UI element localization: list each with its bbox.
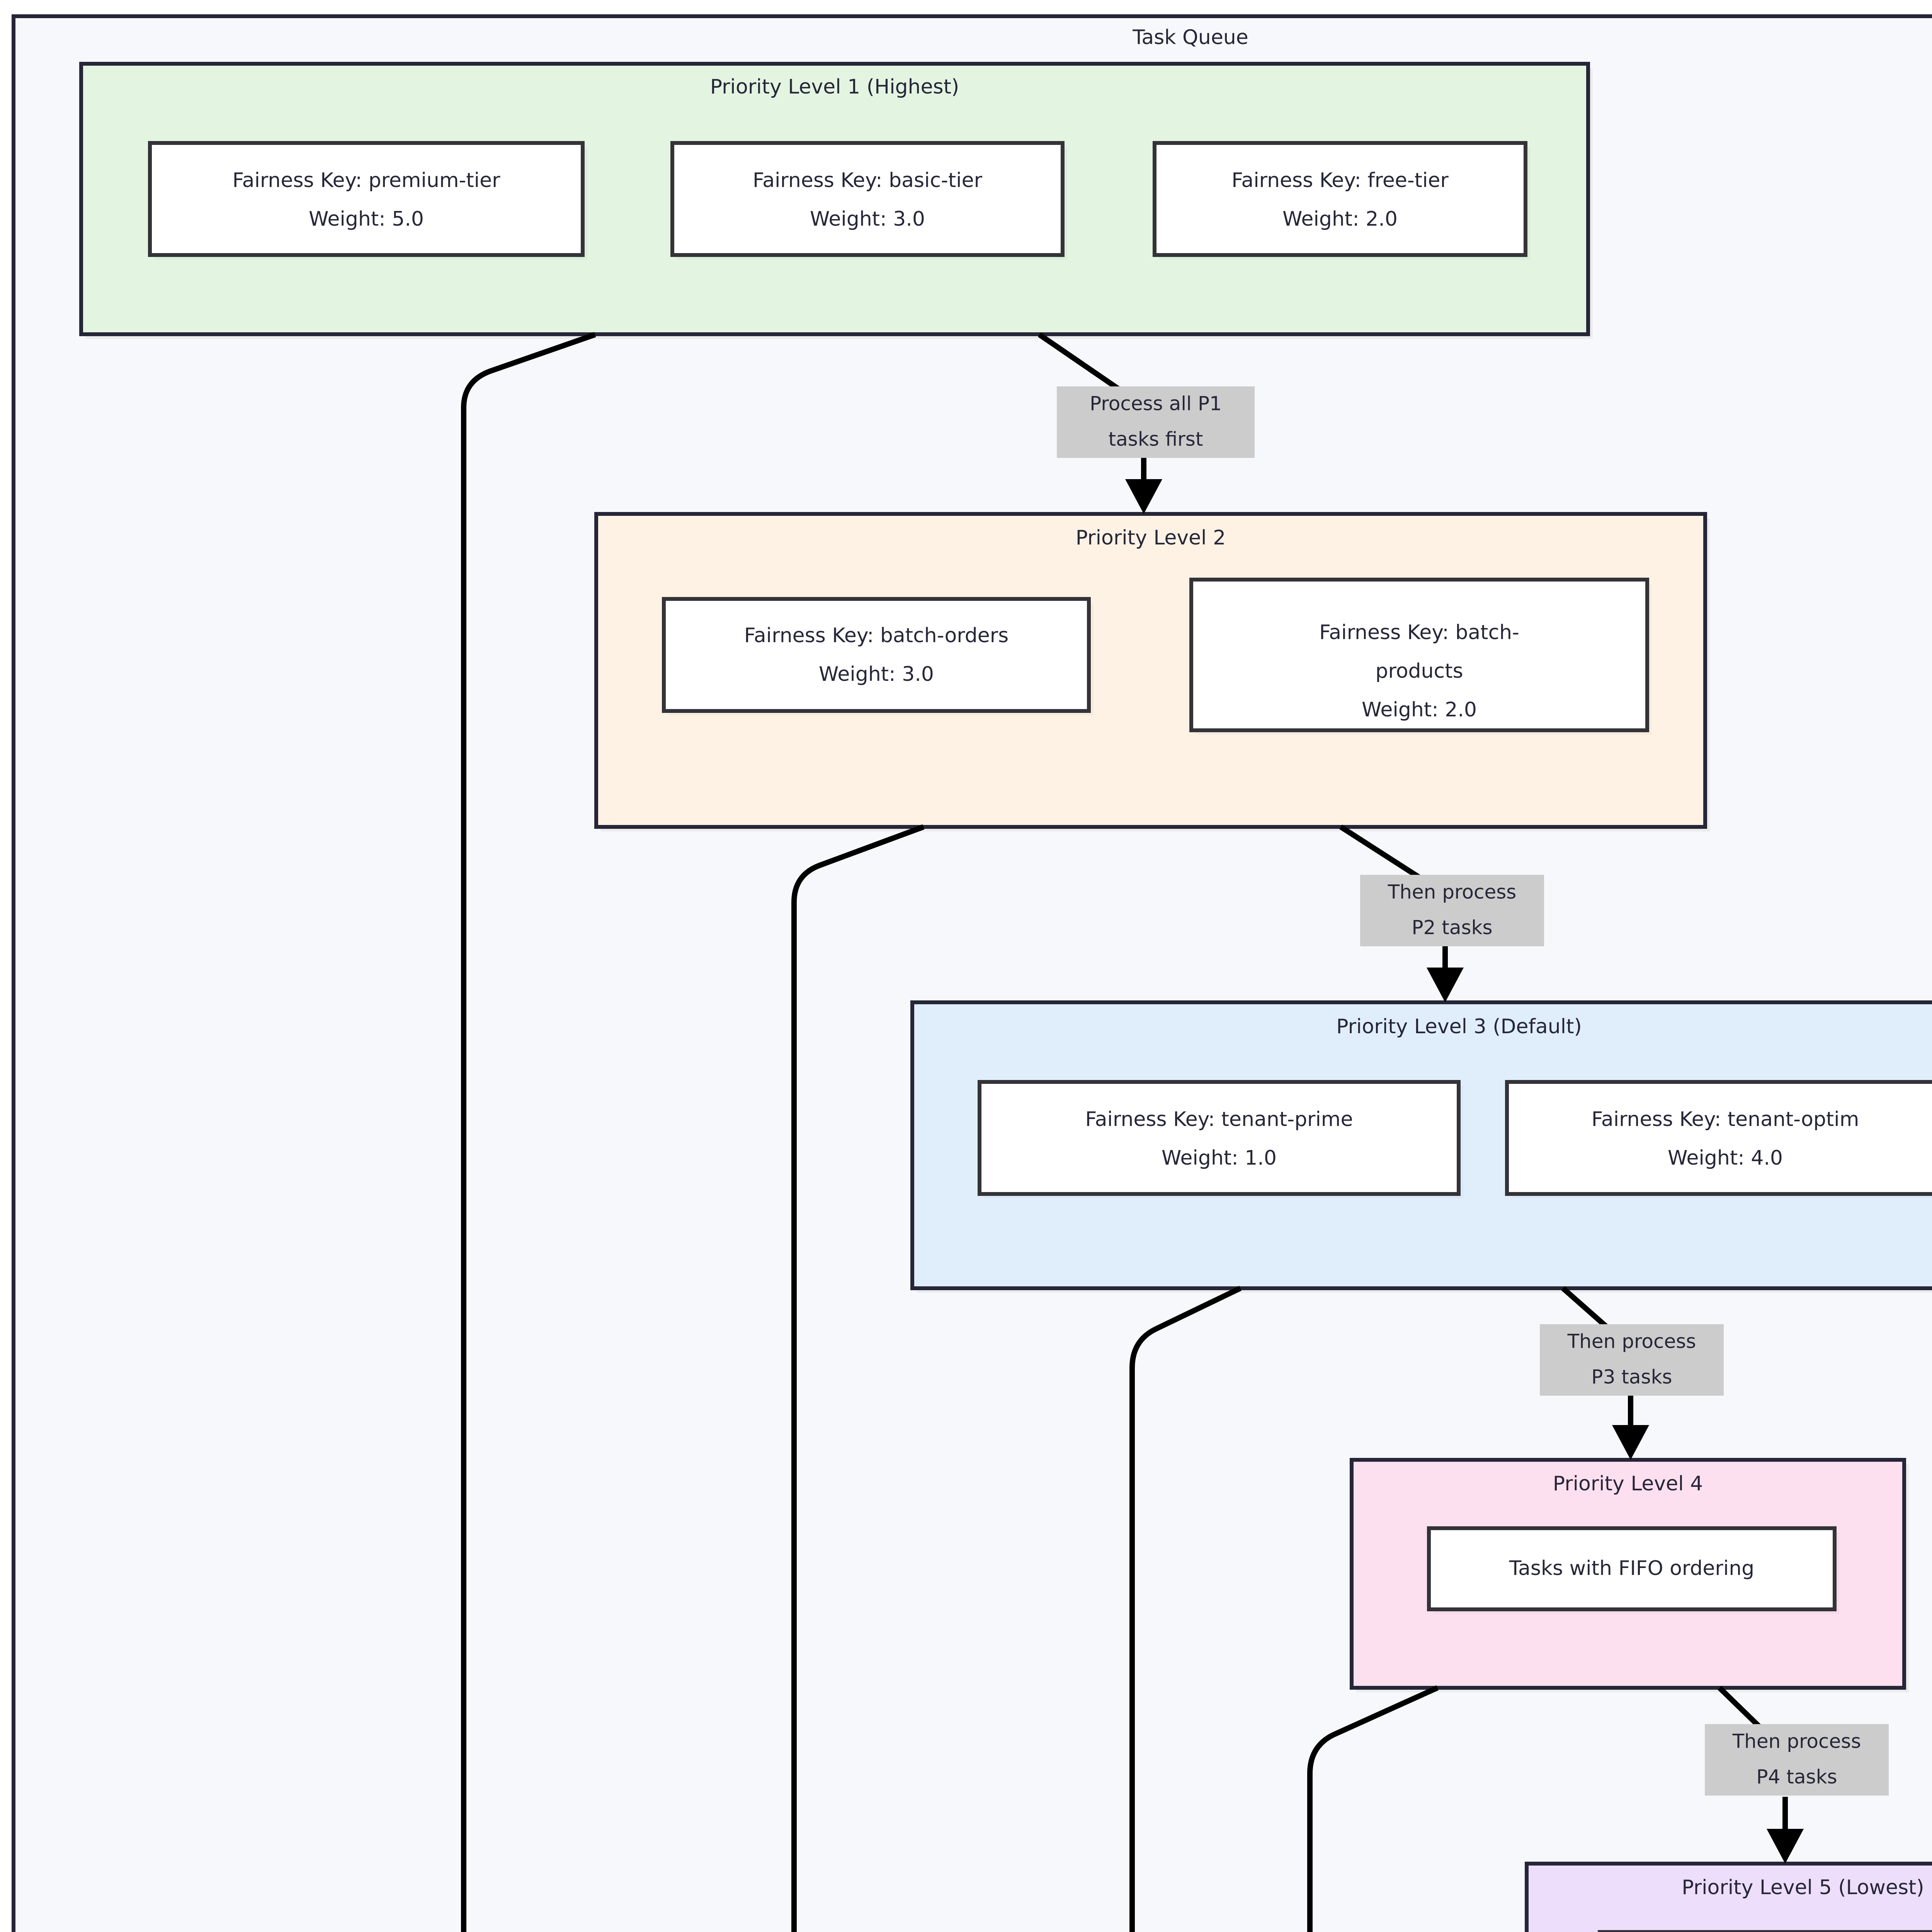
p1-basic-box xyxy=(670,141,1065,257)
edge-label-1-line-1: Process all P1 xyxy=(1090,393,1222,415)
p1-title: Priority Level 1 (Highest) xyxy=(710,75,959,99)
edge-label-2-line-1: Then process xyxy=(1388,881,1517,903)
edge-label-4-line-1: Then process xyxy=(1732,1730,1861,1753)
edge-p4-to-p5-arrow xyxy=(1767,1829,1804,1864)
p4-fifo-line-1: Tasks with FIFO ordering xyxy=(1509,1557,1754,1580)
node-p3-tenant-prime: Fairness Key: tenant-prime Weight: 1.0 xyxy=(978,1080,1463,1199)
p5-title: Priority Level 5 (Lowest) xyxy=(1682,1876,1924,1899)
node-p4-fifo: Tasks with FIFO ordering xyxy=(1427,1526,1839,1614)
p5-border xyxy=(1525,1862,1932,1932)
edge-label-3-line-1: Then process xyxy=(1567,1330,1696,1353)
p2-products-line-3: Weight: 2.0 xyxy=(1362,698,1477,721)
p2-orders-box xyxy=(662,597,1091,713)
p3-prime-line-1: Fairness Key: tenant-prime xyxy=(1085,1108,1353,1131)
p1-premium-line-2: Weight: 5.0 xyxy=(309,207,424,231)
node-p1-free-tier: Fairness Key: free-tier Weight: 2.0 xyxy=(1153,141,1530,260)
node-p1-premium-tier: Fairness Key: premium-tier Weight: 5.0 xyxy=(148,141,587,260)
p4-fifo-box xyxy=(1427,1526,1837,1611)
p2-products-box xyxy=(1189,578,1649,732)
p1-free-line-2: Weight: 2.0 xyxy=(1282,207,1398,231)
p3-optim-line-1: Fairness Key: tenant-optim xyxy=(1592,1108,1859,1131)
p2-products-line-2: products xyxy=(1375,660,1463,683)
cluster-priority-level-3: Priority Level 3 (Default) Fairness Key:… xyxy=(910,1000,1932,1293)
edge-label-4-line-2: P4 tasks xyxy=(1756,1766,1837,1788)
edge-label-process-all-p1: Process all P1 tasks first xyxy=(1057,386,1255,458)
edge-label-4-bg xyxy=(1705,1724,1889,1796)
p4-title: Priority Level 4 xyxy=(1553,1472,1703,1495)
p3-prime-box xyxy=(978,1080,1461,1196)
p1-basic-line-2: Weight: 3.0 xyxy=(810,207,925,231)
p1-premium-line-1: Fairness Key: premium-tier xyxy=(232,169,500,192)
edge-label-1-bg xyxy=(1057,386,1255,458)
edge-p1-to-workers-line xyxy=(461,332,596,1932)
edge-p2-to-p3-arrow xyxy=(1427,968,1464,1002)
edge-p2-to-workers-line xyxy=(791,824,925,1932)
p3-optim-line-2: Weight: 4.0 xyxy=(1668,1146,1783,1170)
edge-p3-to-workers-line xyxy=(1129,1286,1242,1932)
p2-title: Priority Level 2 xyxy=(1076,526,1226,549)
edge-label-then-process-p4: Then process P4 tasks xyxy=(1705,1724,1889,1796)
p3-optim-box xyxy=(1505,1080,1932,1196)
edge-p4-to-workers-line xyxy=(1307,1685,1439,1932)
p3-title: Priority Level 3 (Default) xyxy=(1336,1015,1582,1038)
task-queue-title: Task Queue xyxy=(1132,26,1248,49)
edge-label-then-process-p3: Then process P3 tasks xyxy=(1540,1324,1724,1396)
node-p1-basic-tier: Fairness Key: basic-tier Weight: 3.0 xyxy=(670,141,1067,260)
edge-p1-to-p2-arrow xyxy=(1125,479,1162,514)
p3-prime-line-2: Weight: 1.0 xyxy=(1162,1146,1277,1170)
edge-label-2-bg xyxy=(1360,875,1544,946)
p1-premium-box xyxy=(148,141,585,257)
edge-p3-to-p4-arrow xyxy=(1612,1425,1649,1460)
cluster-priority-level-5: Priority Level 5 (Lowest) Tasks with FIF… xyxy=(1525,1862,1932,1932)
edge-label-3-line-2: P3 tasks xyxy=(1591,1366,1672,1388)
cluster-priority-level-2: Priority Level 2 Fairness Key: batch-ord… xyxy=(594,512,1710,832)
p2-orders-line-1: Fairness Key: batch-orders xyxy=(744,624,1009,647)
edge-label-3-bg xyxy=(1540,1324,1724,1396)
edges-layer: Process all P1 tasks first Then process … xyxy=(461,332,1889,1932)
node-p3-tenant-optim: Fairness Key: tenant-optim Weight: 4.0 xyxy=(1505,1080,1932,1199)
node-p2-batch-products: Fairness Key: batch- products Weight: 2.… xyxy=(1189,578,1652,735)
p2-orders-line-2: Weight: 3.0 xyxy=(819,663,934,686)
node-p2-batch-orders: Fairness Key: batch-orders Weight: 3.0 xyxy=(662,597,1094,716)
p1-free-line-1: Fairness Key: free-tier xyxy=(1231,169,1449,192)
edge-label-then-process-p2: Then process P2 tasks xyxy=(1360,875,1544,946)
p1-basic-line-1: Fairness Key: basic-tier xyxy=(753,169,983,192)
p1-free-box xyxy=(1153,141,1527,257)
edge-label-2-line-2: P2 tasks xyxy=(1412,917,1492,939)
cluster-priority-level-4: Priority Level 4 Tasks with FIFO orderin… xyxy=(1350,1458,1909,1692)
p2-products-line-1: Fairness Key: batch- xyxy=(1319,621,1519,644)
edge-label-1-line-2: tasks first xyxy=(1109,428,1203,451)
cluster-priority-level-1: Priority Level 1 (Highest) Fairness Key:… xyxy=(79,62,1593,339)
